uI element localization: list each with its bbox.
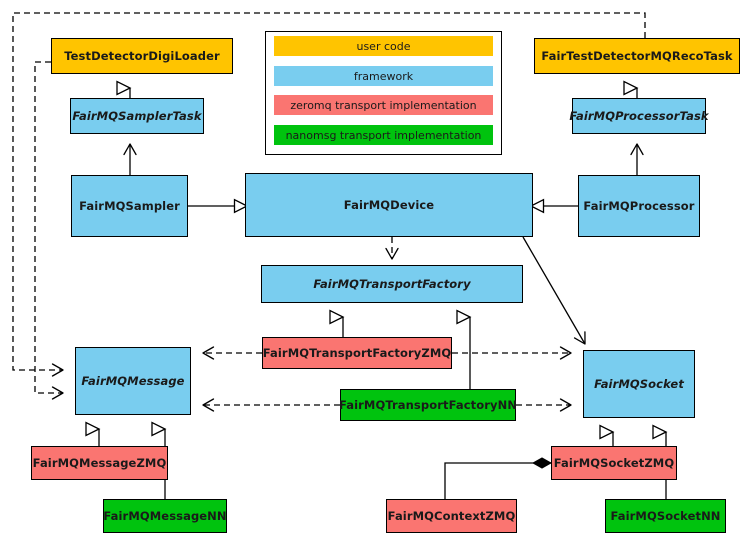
legend-item-2: zeromq transport implementation — [274, 95, 493, 115]
edge-contextzmq-to-socketzmq — [444, 463, 551, 499]
class-box-fairmqtransportfactorynn[interactable]: FairMQTransportFactoryNN — [339, 389, 517, 421]
edge-device-to-socket — [522, 236, 586, 345]
class-box-fairmqsocketzmq[interactable]: FairMQSocketZMQ — [551, 446, 677, 480]
class-box-fairmqmessagezmq[interactable]: FairMQMessageZMQ — [31, 446, 168, 480]
class-box-fairtestdetectormqrecotask[interactable]: FairTestDetectorMQRecoTask — [534, 38, 740, 74]
class-box-fairmqmessagenn[interactable]: FairMQMessageNN — [103, 499, 227, 533]
class-box-fairmqprocessor[interactable]: FairMQProcessor — [578, 175, 700, 237]
legend-item-1: framework — [274, 66, 493, 86]
class-box-fairmqtransportfactoryzmq[interactable]: FairMQTransportFactoryZMQ — [262, 337, 452, 369]
class-box-fairmqtransportfactory[interactable]: FairMQTransportFactory — [261, 265, 523, 303]
class-box-fairmqmessage[interactable]: FairMQMessage — [75, 347, 191, 415]
legend-item-3: nanomsg transport implementation — [274, 125, 493, 145]
class-box-fairmqsampler[interactable]: FairMQSampler — [71, 175, 188, 237]
legend-item-0: user code — [274, 36, 493, 56]
class-box-fairmqcontextzmq[interactable]: FairMQContextZMQ — [386, 499, 517, 533]
edge-digiloader-to-message — [34, 61, 64, 400]
class-box-fairmqsamplertask[interactable]: FairMQSamplerTask — [70, 98, 204, 134]
class-box-fairmqprocessortask[interactable]: FairMQProcessorTask — [569, 98, 709, 134]
class-box-fairmqsocket[interactable]: FairMQSocket — [583, 350, 695, 418]
class-box-fairmqdevice[interactable]: FairMQDevice — [245, 173, 533, 237]
class-box-testdetectordigiloader[interactable]: TestDetectorDigiLoader — [51, 38, 233, 74]
class-box-fairmqsocketnn[interactable]: FairMQSocketNN — [605, 499, 726, 533]
